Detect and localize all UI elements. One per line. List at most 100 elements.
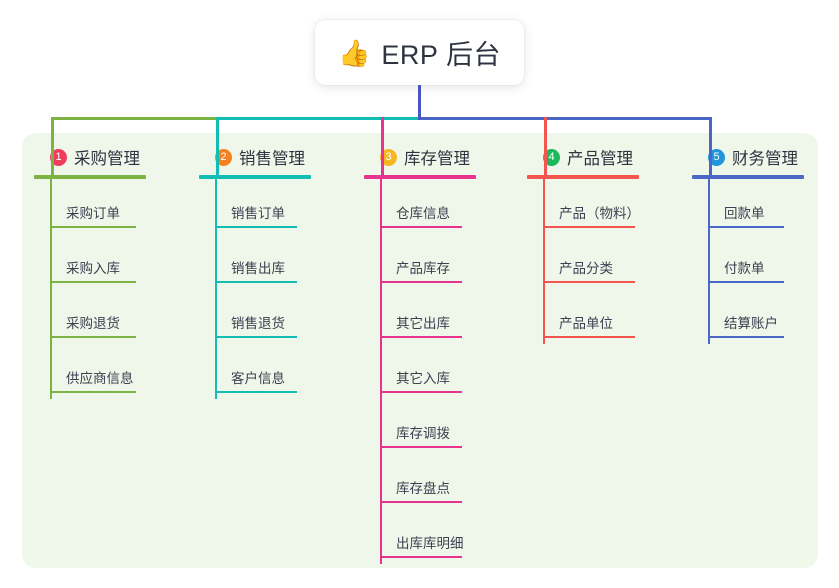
branch-title: 销售管理 [239, 150, 305, 168]
branch-item[interactable]: 供应商信息 [34, 344, 146, 399]
branch-column-3: 3 库存管理仓库信息产品库存其它出库其它入库库存调拨库存盘点出库库明细 [364, 145, 476, 564]
branches-panel [22, 133, 818, 568]
branch-header-3[interactable]: 3 库存管理 [364, 145, 476, 169]
branch-item-label: 仓库信息 [396, 206, 450, 221]
branch-item-rule [215, 336, 297, 338]
branch-number-badge: 5 [708, 148, 725, 166]
branch-drop-connector [216, 117, 219, 175]
branch-item-label: 结算账户 [724, 316, 778, 331]
branch-item[interactable]: 产品单位 [527, 289, 639, 344]
branch-item-rule [708, 281, 784, 283]
branch-item-rule [215, 281, 297, 283]
branch-item-label: 出库库明细 [396, 536, 464, 551]
branch-item[interactable]: 采购退货 [34, 289, 146, 344]
branch-item-label: 销售退货 [231, 316, 285, 331]
branch-item-rule [543, 281, 635, 283]
branch-item-label: 其它入库 [396, 371, 450, 386]
branch-item[interactable]: 产品（物料） [527, 179, 640, 234]
branch-number-badge: 2 [215, 148, 232, 166]
branch-item-label: 付款单 [724, 261, 765, 276]
branch-item[interactable]: 采购订单 [34, 179, 146, 234]
branch-item[interactable]: 库存盘点 [364, 454, 476, 509]
branch-item-label: 采购入库 [66, 261, 120, 276]
branch-item-rule [708, 336, 784, 338]
root-node[interactable]: 👍 ERP 后台 [315, 20, 524, 85]
branch-item[interactable]: 销售订单 [199, 179, 311, 234]
branch-item-label: 采购订单 [66, 206, 120, 221]
branch-item-rule [380, 226, 462, 228]
branch-item-rule [215, 226, 297, 228]
branch-column-4: 4 产品管理产品（物料） 产品分类产品单位 [527, 145, 640, 344]
branch-item-list: 产品（物料） 产品分类产品单位 [527, 179, 640, 344]
branch-title: 库存管理 [404, 150, 470, 168]
branch-number-badge: 4 [543, 148, 560, 166]
branch-title: 财务管理 [732, 150, 798, 168]
branch-number-badge: 3 [380, 148, 397, 166]
branch-item[interactable]: 结算账户 [692, 289, 804, 344]
branch-item-label: 供应商信息 [66, 371, 134, 386]
branch-spine [708, 179, 710, 344]
branch-header-2[interactable]: 2 销售管理 [199, 145, 311, 169]
branch-title: 采购管理 [74, 150, 140, 168]
branch-item-rule [50, 281, 136, 283]
branch-item-rule [50, 391, 136, 393]
bus-segment [51, 117, 216, 120]
root-node-title: ERP 后台 [381, 40, 501, 70]
branch-spine [50, 179, 52, 399]
branch-item-rule [543, 226, 635, 228]
branch-item[interactable]: 销售出库 [199, 234, 311, 289]
branch-item-label: 回款单 [724, 206, 765, 221]
branch-item[interactable]: 其它入库 [364, 344, 476, 399]
branch-item-list: 回款单付款单结算账户 [692, 179, 804, 344]
branch-item-rule [708, 226, 784, 228]
branch-item-rule [215, 391, 297, 393]
branch-item-label: 采购退货 [66, 316, 120, 331]
branch-item-list: 仓库信息产品库存其它出库其它入库库存调拨库存盘点出库库明细 [364, 179, 476, 564]
root-stem-connector [418, 85, 421, 120]
branch-item-rule [380, 501, 462, 503]
branch-item-rule [380, 556, 462, 558]
branch-item[interactable]: 产品分类 [527, 234, 639, 289]
branch-drop-connector [381, 117, 384, 175]
branch-item[interactable]: 客户信息 [199, 344, 311, 399]
branch-column-2: 2 销售管理销售订单销售出库销售退货客户信息 [199, 145, 311, 399]
branch-item[interactable]: 产品库存 [364, 234, 476, 289]
branch-item-label: 库存盘点 [396, 481, 450, 496]
branch-item-rule [50, 336, 136, 338]
branch-header-4[interactable]: 4 产品管理 [527, 145, 639, 169]
branch-header-5[interactable]: 5 财务管理 [692, 145, 804, 169]
branch-item-label: 库存调拨 [396, 426, 450, 441]
bus-segment [418, 117, 711, 120]
branch-spine [215, 179, 217, 399]
branch-item[interactable]: 销售退货 [199, 289, 311, 344]
branch-header-rule [34, 175, 146, 179]
branch-item[interactable]: 仓库信息 [364, 179, 476, 234]
branch-item[interactable]: 采购入库 [34, 234, 146, 289]
branch-item[interactable]: 付款单 [692, 234, 804, 289]
branch-title: 产品管理 [567, 150, 633, 168]
branch-item-label: 其它出库 [396, 316, 450, 331]
branch-item-rule [380, 281, 462, 283]
branch-item-label: 产品分类 [559, 261, 613, 276]
branch-item-rule [50, 226, 136, 228]
thumbs-up-icon: 👍 [338, 37, 371, 68]
branch-item[interactable]: 其它出库 [364, 289, 476, 344]
branch-column-5: 5 财务管理回款单付款单结算账户 [692, 145, 804, 344]
branch-item[interactable]: 出库库明细 [364, 509, 476, 564]
branch-item-label: 产品单位 [559, 316, 613, 331]
branch-item[interactable]: 库存调拨 [364, 399, 476, 454]
branch-item-rule [380, 446, 462, 448]
branch-item[interactable]: 回款单 [692, 179, 804, 234]
branch-item-label: 销售出库 [231, 261, 285, 276]
branch-item-label: 产品（物料） [559, 206, 640, 221]
branch-spine [380, 179, 382, 564]
branch-item-label: 产品库存 [396, 261, 450, 276]
branch-item-rule [543, 336, 635, 338]
branch-item-label: 客户信息 [231, 371, 285, 386]
branch-header-rule [199, 175, 311, 179]
branch-drop-connector [709, 117, 712, 175]
branch-spine [543, 179, 545, 344]
